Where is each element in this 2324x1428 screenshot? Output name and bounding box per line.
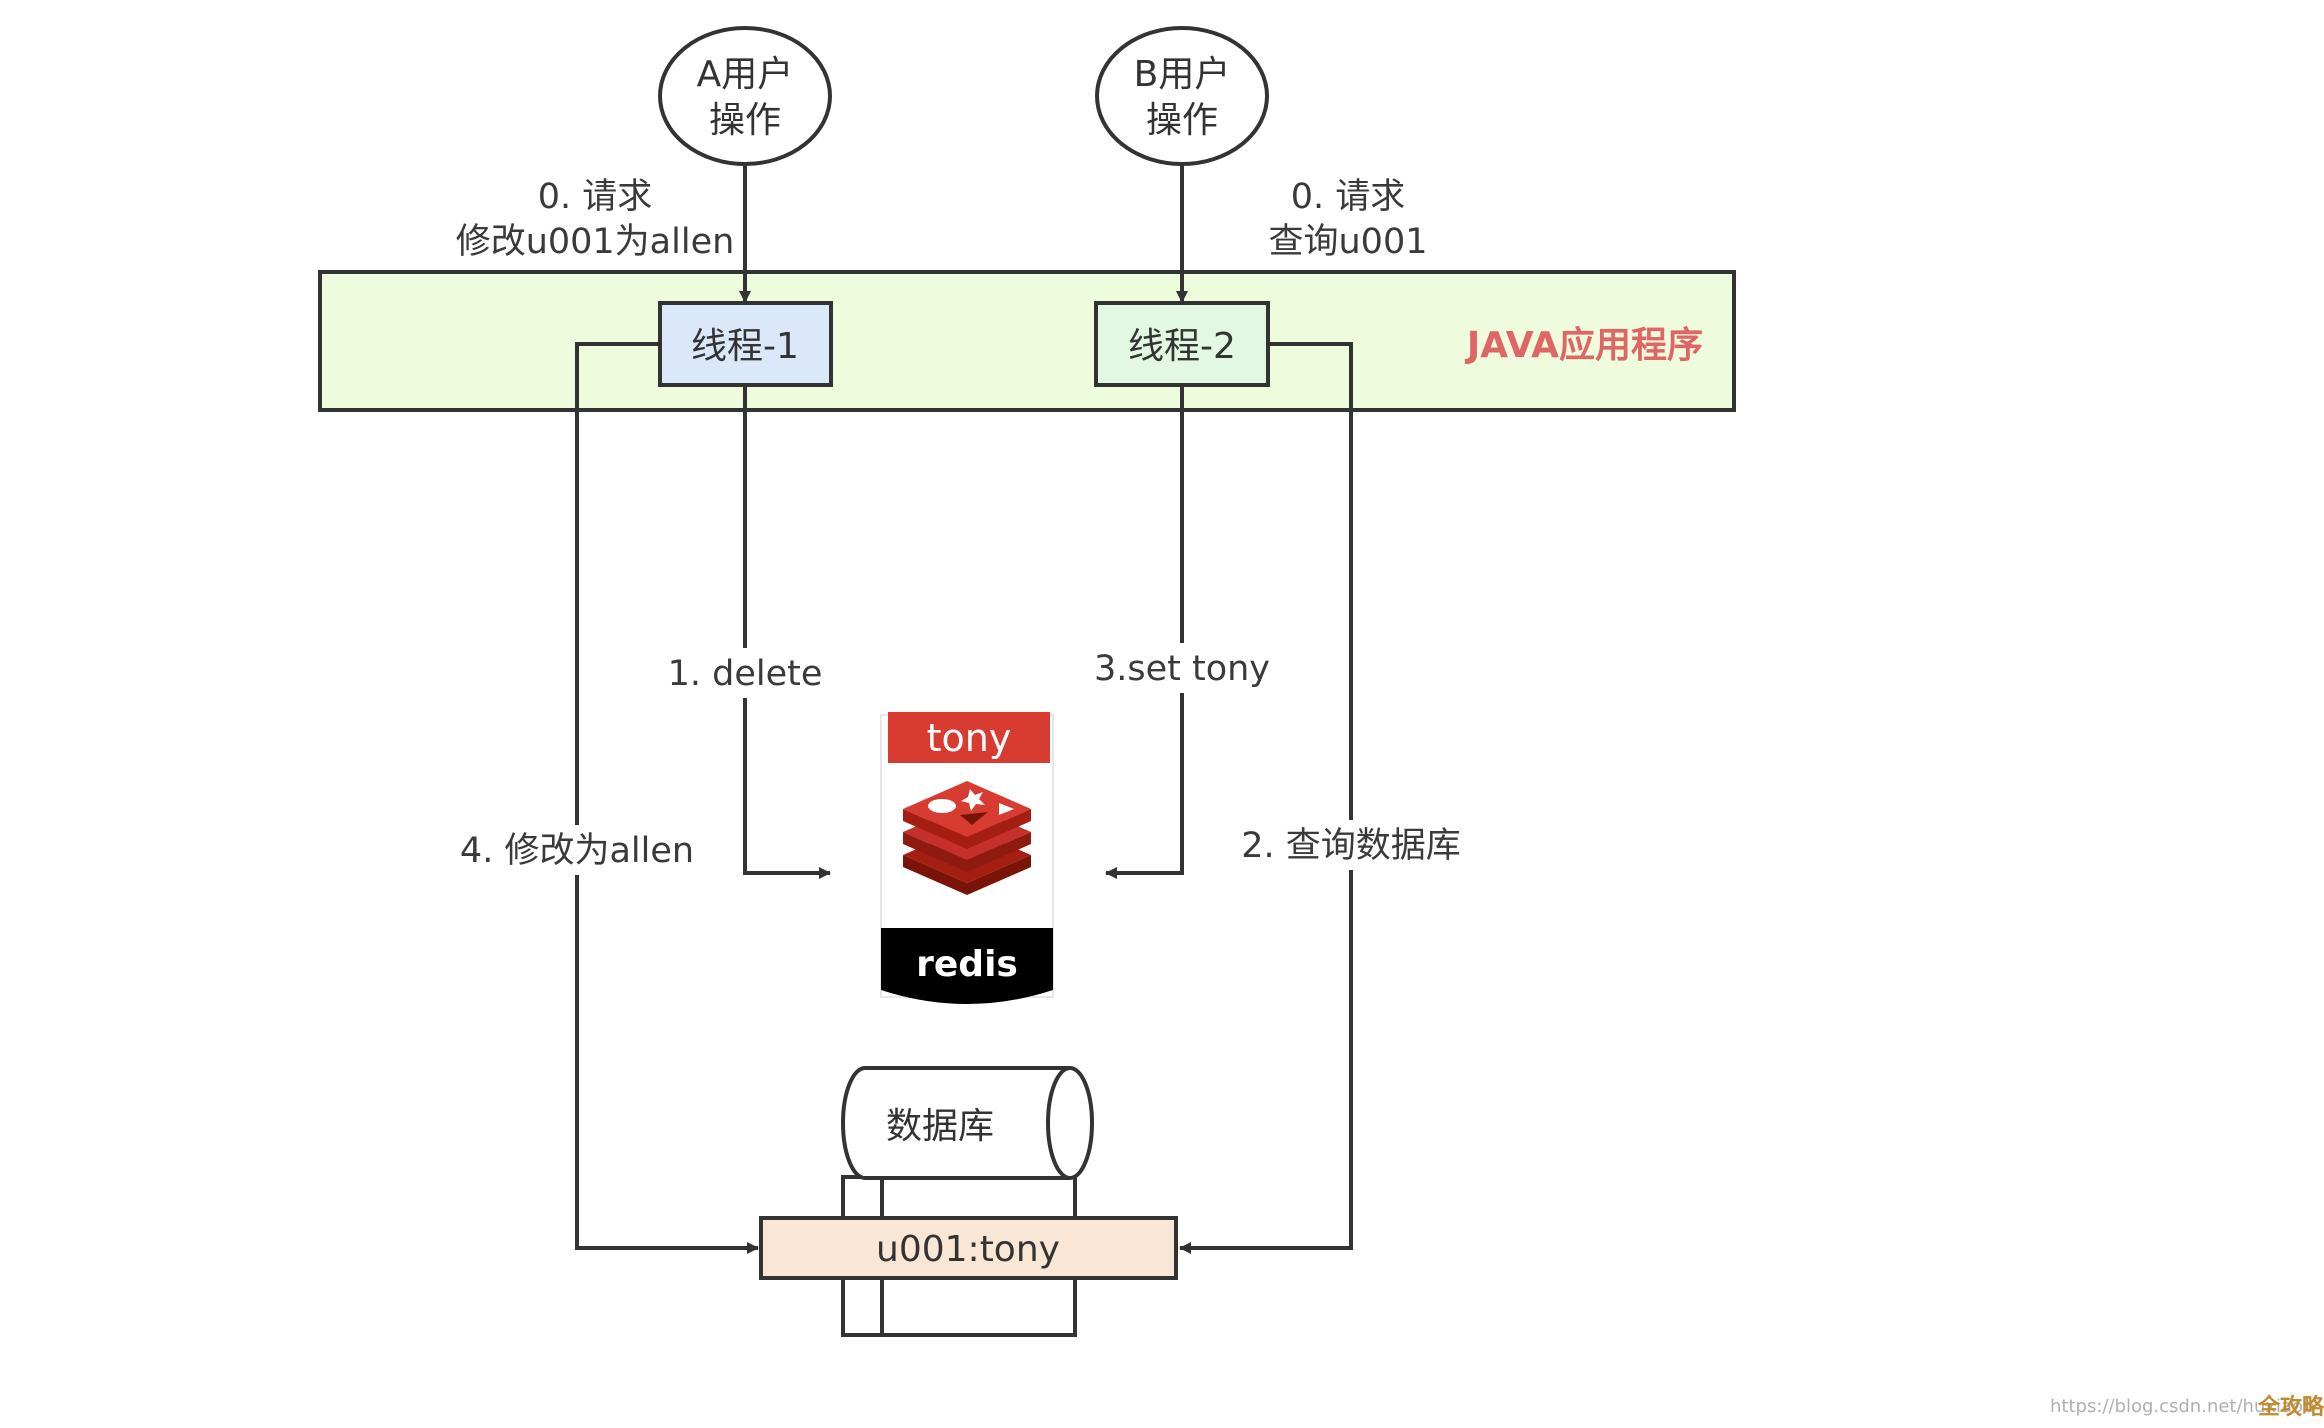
database-record-box	[759, 1216, 1178, 1280]
redis-name-label: redis	[916, 944, 1018, 985]
user-b-node	[1095, 26, 1269, 166]
redis-node: tony redis	[880, 712, 1054, 1004]
java-app-label: JAVA应用程序	[1464, 325, 1703, 366]
database-node: 数据库 u001:tony	[759, 1066, 1178, 1337]
user-a-label-line2: 操作	[709, 100, 781, 141]
user-b-label-line1: B用户	[1134, 54, 1231, 95]
request-a-line2: 修改u001为allen	[456, 222, 735, 262]
database-cylinder-cap	[1046, 1066, 1071, 1180]
arrow-query-db	[1179, 342, 1353, 1254]
java-app-container	[318, 270, 1736, 412]
user-b-label-line2: 操作	[1146, 100, 1218, 141]
redis-base	[881, 928, 1053, 1004]
database-record-label: u001:tony	[876, 1229, 1060, 1270]
step-set-label-bg	[1088, 643, 1276, 693]
step-set-label: 3.set tony	[1094, 649, 1270, 689]
thread-2-label: 线程-2	[1128, 326, 1236, 367]
redis-value-label: tony	[927, 716, 1012, 760]
step-delete-label-bg	[660, 648, 830, 698]
arrow-delete-to-redis	[743, 385, 831, 879]
step-update-db-label-bg	[446, 825, 710, 875]
step-query-db-label: 2. 查询数据库	[1241, 826, 1461, 866]
user-a-node	[658, 26, 832, 166]
step-delete-label: 1. delete	[668, 654, 823, 694]
arrow-set-to-redis	[1105, 385, 1184, 879]
thread-1-label: 线程-1	[691, 326, 799, 367]
step-query-db-label-bg	[1228, 820, 1474, 870]
watermark-brand: 全攻略	[2257, 1394, 2324, 1420]
step-update-db-label: 4. 修改为allen	[460, 831, 694, 871]
request-a-line1: 0. 请求	[538, 177, 653, 217]
redis-logo-icon	[903, 781, 1031, 895]
request-b-line2: 查询u001	[1269, 222, 1428, 262]
redis-value-bar	[888, 712, 1050, 763]
thread-2-box	[1094, 301, 1270, 387]
user-a-label-line1: A用户	[697, 54, 794, 95]
database-label: 数据库	[886, 1106, 994, 1147]
thread-1-box	[658, 301, 833, 387]
request-b-line1: 0. 请求	[1291, 177, 1406, 217]
watermark-url: https://blog.csdn.net/huxiaob	[2050, 1396, 2314, 1417]
arrow-update-db	[575, 342, 759, 1254]
